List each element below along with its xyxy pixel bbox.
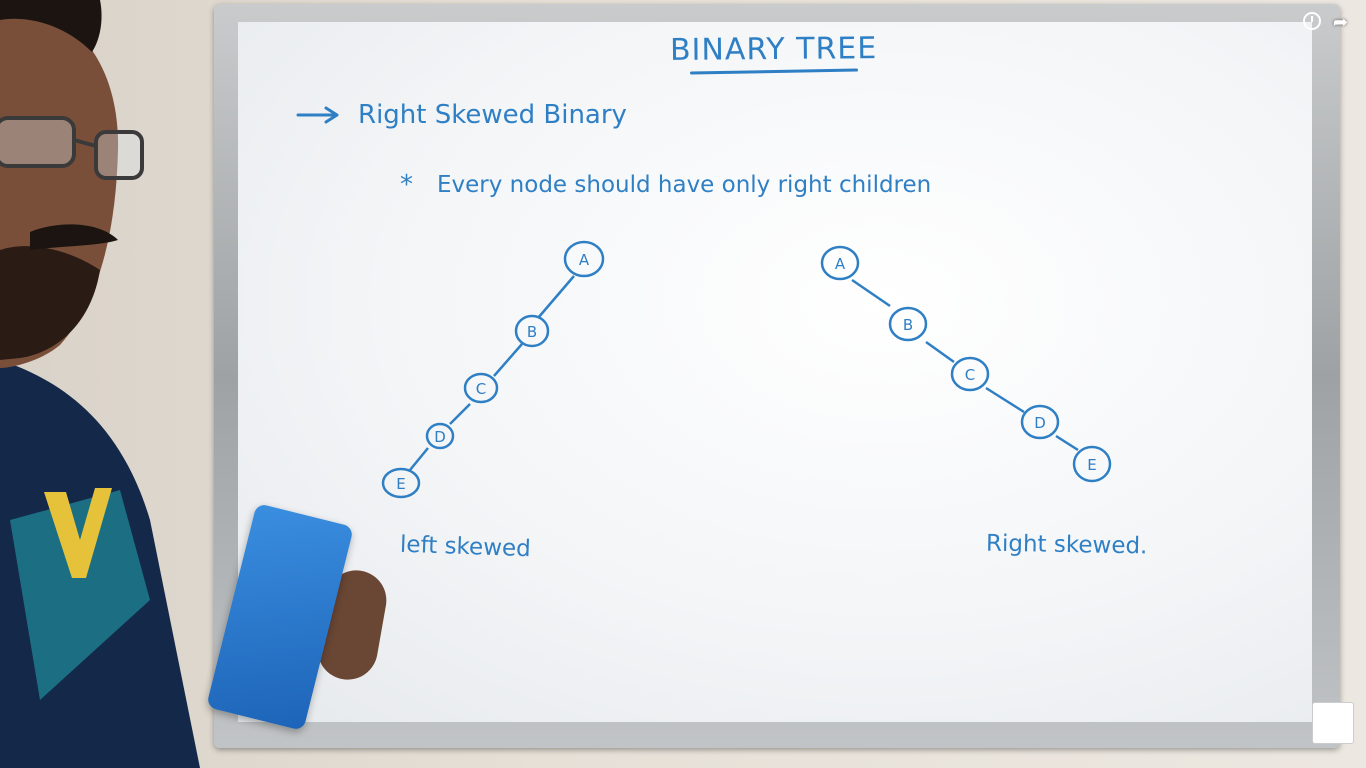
left-edge-c-d (449, 403, 471, 425)
right-node-d (1020, 404, 1060, 440)
star-bullet: * (400, 170, 413, 200)
right-edge-b-c (925, 340, 955, 364)
right-tree (820, 245, 1112, 483)
clock-icon[interactable] (1302, 12, 1321, 30)
presenter-beard (0, 246, 100, 360)
bullet-text: Every node should have only right childr… (437, 172, 932, 198)
left-node-d (425, 422, 455, 450)
caption-left-skewed: left skewed (399, 531, 532, 563)
caption-right-skewed: Right skewed. (985, 530, 1148, 560)
right-label-b: B (903, 316, 913, 334)
heading-line: Right Skewed Binary (296, 100, 627, 130)
left-label-b: B (527, 323, 537, 341)
left-node-e (381, 467, 421, 499)
whiteboard: BINARY TREE Right Skewed Binary * Every … (238, 22, 1312, 722)
right-edge-a-b (851, 278, 891, 308)
player-overlay: ➦ (1302, 12, 1348, 33)
right-node-e (1072, 445, 1112, 483)
presenter-mustache (30, 224, 118, 250)
left-edge-d-e (409, 447, 429, 471)
left-label-a: A (579, 251, 590, 269)
right-node-b (888, 306, 928, 342)
right-edge-d-e (1055, 434, 1079, 452)
left-tree (381, 240, 605, 499)
presenter-glasses (0, 116, 144, 180)
left-label-c: C (476, 380, 486, 398)
channel-logo (1312, 702, 1354, 744)
shirt-print-v (44, 488, 112, 578)
right-label-e: E (1087, 456, 1096, 474)
left-edge-b-c (493, 343, 523, 377)
right-label-a: A (835, 255, 846, 273)
right-node-a (820, 245, 860, 281)
shirt-print (10, 490, 150, 700)
bullet-line: * Every node should have only right chil… (400, 170, 931, 200)
presenter-hair (0, 0, 102, 52)
right-node-c (950, 356, 990, 392)
left-label-e: E (396, 475, 405, 493)
right-label-c: C (965, 366, 975, 384)
heading-text: Right Skewed Binary (358, 100, 627, 130)
left-tree-labels: A B C D E (396, 251, 590, 493)
right-arrow-icon (296, 106, 339, 124)
right-label-d: D (1034, 414, 1046, 432)
right-tree-labels: A B C D E (835, 255, 1097, 474)
left-node-b (514, 314, 550, 348)
presenter (0, 0, 200, 768)
share-icon[interactable]: ➦ (1332, 12, 1348, 33)
left-edge-a-b (537, 275, 575, 319)
tree-diagrams: A B C D E A B C D E (381, 240, 1112, 499)
right-edge-c-d (985, 386, 1025, 414)
left-node-c (463, 372, 499, 404)
left-node-a (563, 240, 605, 278)
left-label-d: D (434, 428, 446, 446)
